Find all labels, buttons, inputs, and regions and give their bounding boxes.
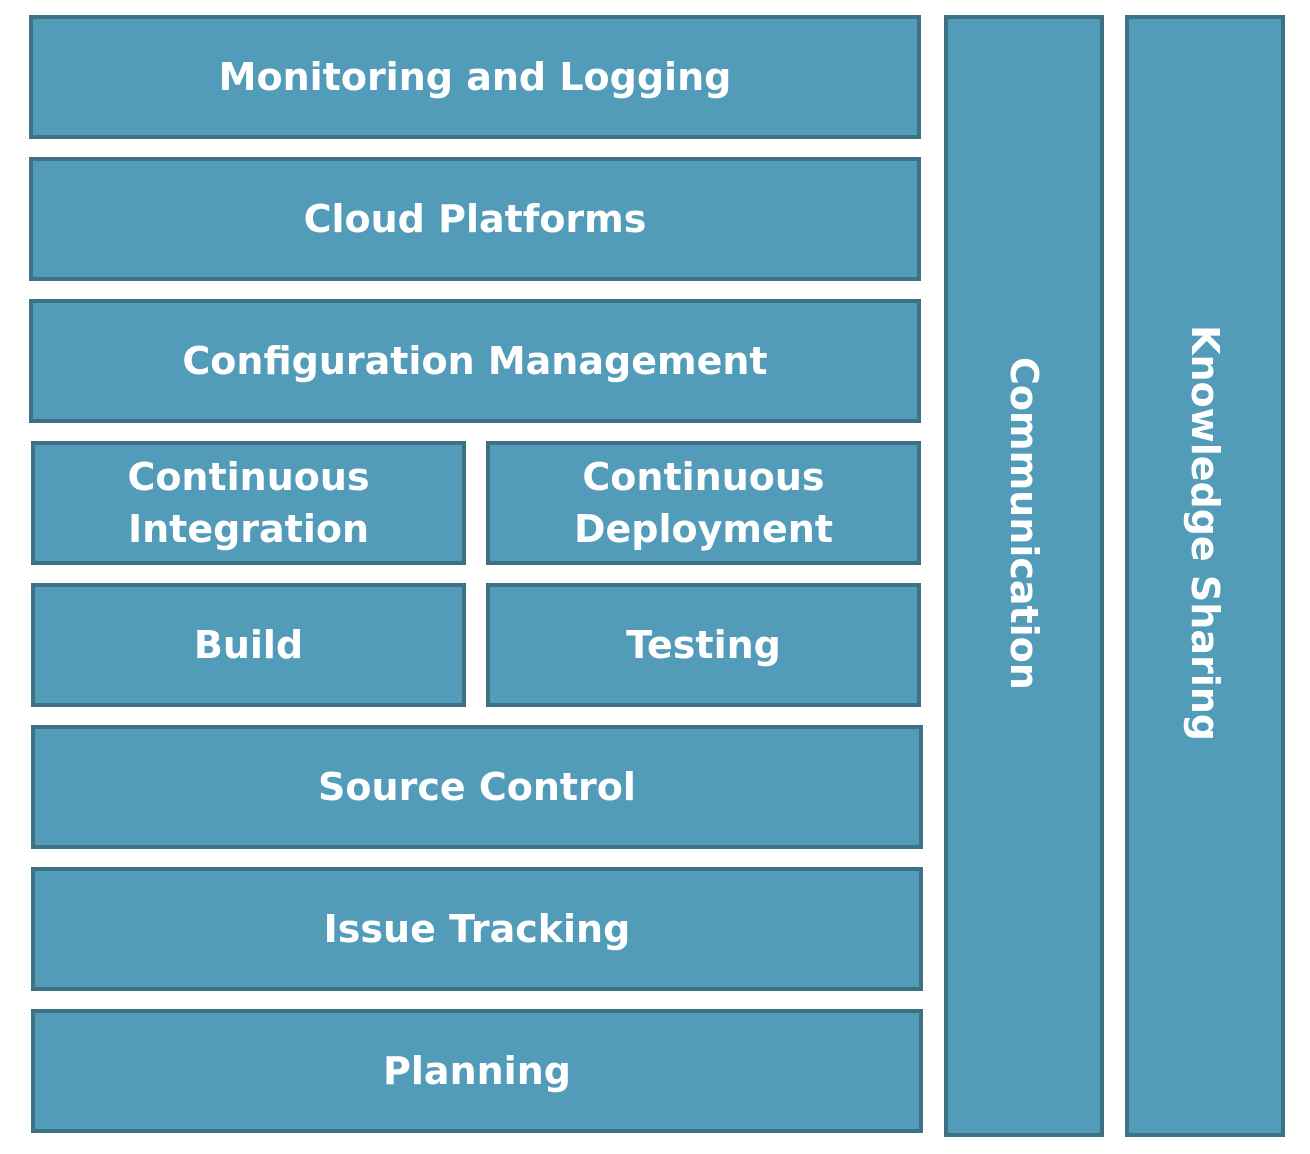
build-label: Build [193,623,304,667]
issue-tracking-label: Issue Tracking [323,907,631,951]
cloud-platforms-label: Cloud Platforms [303,197,647,241]
continuous-integration-label: Continuous Integration [127,451,369,555]
source-control-block: Source Control [31,725,923,849]
communication-label: Communication [1002,356,1046,690]
knowledge-sharing-pillar: Knowledge Sharing [1125,15,1285,1137]
planning-label: Planning [383,1049,571,1093]
continuous-deployment-block: Continuous Deployment [486,441,921,565]
continuous-integration-line-1: Continuous [127,455,370,499]
continuous-integration-line-2: Integration [127,507,370,551]
configuration-management-block: Configuration Management [29,299,921,423]
knowledge-sharing-label: Knowledge Sharing [1183,325,1227,741]
source-control-label: Source Control [318,765,636,809]
testing-block: Testing [486,583,921,707]
configuration-management-label: Configuration Management [182,339,768,383]
testing-label: Testing [626,623,781,667]
continuous-deployment-label: Continuous Deployment [574,451,833,555]
planning-block: Planning [31,1009,923,1133]
cloud-platforms-block: Cloud Platforms [29,157,921,281]
continuous-deployment-line-2: Deployment [573,507,833,551]
continuous-integration-block: Continuous Integration [31,441,466,565]
build-block: Build [31,583,466,707]
monitoring-and-logging-label: Monitoring and Logging [218,55,732,99]
monitoring-and-logging-block: Monitoring and Logging [29,15,921,139]
issue-tracking-block: Issue Tracking [31,867,923,991]
communication-pillar: Communication [944,15,1104,1137]
continuous-deployment-line-1: Continuous [582,455,825,499]
